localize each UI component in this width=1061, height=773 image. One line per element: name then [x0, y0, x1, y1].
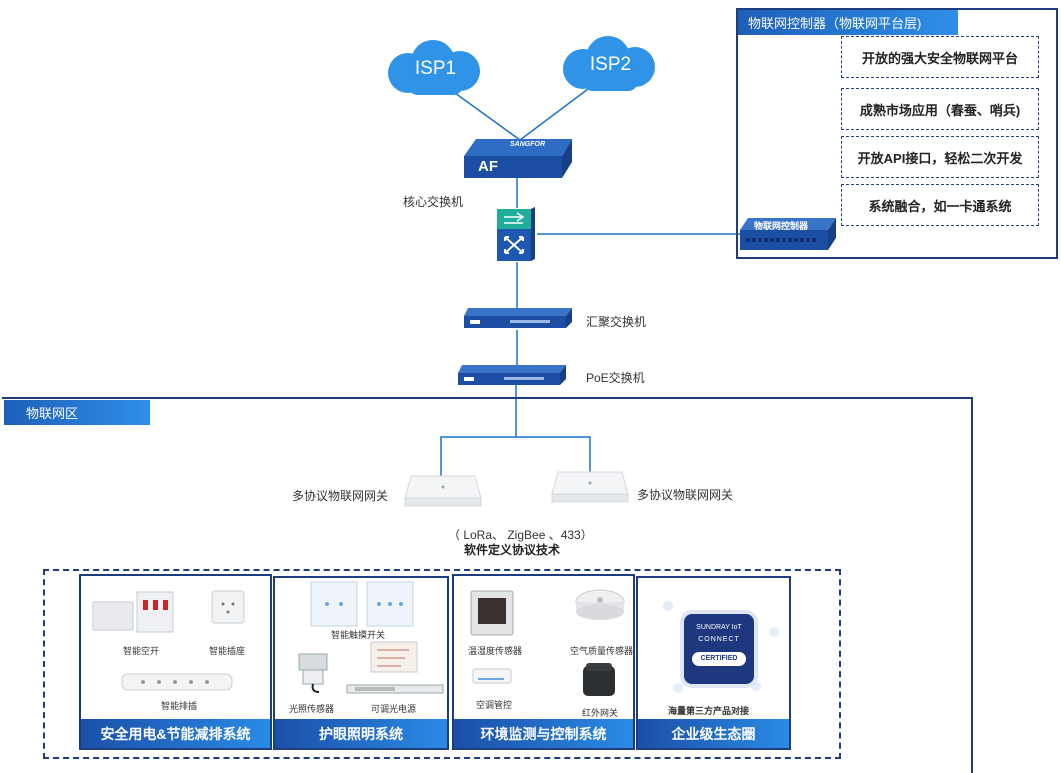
- iot-zone: [2, 397, 973, 773]
- device-label: 智能空开: [123, 646, 160, 656]
- firewall-brand: SANGFOR: [510, 141, 545, 148]
- device-label: 空气质量传感器: [570, 646, 634, 656]
- device-label: 智能插座: [209, 646, 246, 656]
- iot-gateway-right-label: 多协议物联网网关: [637, 488, 734, 502]
- ecosystem-caption: 海量第三方产品对接: [668, 706, 750, 716]
- iot-controller-device-icon: 物联网控制器: [738, 216, 838, 254]
- device-label: 智能触摸开关: [331, 630, 386, 640]
- touch-switch-image: [310, 581, 414, 627]
- dimmer-module-image: [346, 684, 444, 694]
- device-label: 智能排插: [161, 701, 198, 711]
- subsystem-lighting-panel: 智能触摸开关 光照传感器 可调光电源 护眼照明系统: [273, 576, 449, 750]
- device-label: 光照传感器: [289, 704, 335, 714]
- aggregation-switch-label: 汇聚交换机: [586, 315, 647, 329]
- isp2-cloud-icon: ISP2: [558, 36, 663, 96]
- controller-feature-3: 开放API接口，轻松二次开发: [841, 136, 1039, 178]
- controller-feature-2: 成熟市场应用（春蚕、哨兵): [841, 88, 1039, 130]
- device-label: 温湿度传感器: [468, 646, 523, 656]
- device-label: 可调光电源: [371, 704, 417, 714]
- firewall-device-icon: SANGFOR AF: [462, 136, 574, 180]
- device-label: 空调管控: [476, 700, 513, 710]
- iot-gateway-left-icon: [403, 470, 483, 510]
- isp1-label: ISP1: [414, 58, 457, 79]
- subsystem-power-title: 安全用电&节能减排系统: [81, 719, 270, 748]
- iot-zone-title: 物联网区: [4, 400, 150, 425]
- core-switch-label: 核心交换机: [403, 195, 464, 209]
- aggregation-switch-icon: [462, 306, 574, 330]
- core-switch-icon: [495, 207, 537, 263]
- badge-certified: CERTIFIED: [692, 652, 746, 666]
- controller-panel: [736, 8, 1058, 259]
- smart-breaker-image: [92, 591, 174, 633]
- controller-feature-1: 开放的强大安全物联网平台: [841, 36, 1039, 78]
- subsystem-environment-panel: 温湿度传感器 空气质量传感器 空调管控 红外网关 环境监测与控制系统: [452, 574, 635, 750]
- controller-panel-title: 物联网控制器（物联网平台层): [738, 10, 958, 35]
- device-label: 红外网关: [582, 708, 619, 718]
- ecosystem-partner-icons: [663, 601, 779, 693]
- iot-controller-device-label: 物联网控制器: [754, 221, 809, 231]
- power-strip-image: [121, 673, 233, 691]
- infrared-gateway-image: [583, 663, 615, 696]
- isp2-label: ISP2: [589, 54, 632, 75]
- subsystem-ecosystem-panel: SUNDRAY IoT CONNECT CERTIFIED 海量第三方产品对接 …: [636, 576, 791, 750]
- firewall-model: AF: [478, 158, 498, 175]
- iot-gateway-left-label: 多协议物联网网关: [292, 489, 389, 503]
- light-sensor-image: [298, 653, 328, 693]
- subsystem-lighting-title: 护眼照明系统: [275, 719, 447, 748]
- subsystem-power-panel: 智能空开 智能插座 智能排插 安全用电&节能减排系统: [79, 574, 272, 750]
- badge-connect: CONNECT: [698, 636, 740, 643]
- iot-gateway-right-icon: [550, 466, 630, 506]
- badge-brand: SUNDRAY IoT: [696, 624, 742, 631]
- air-quality-sensor-image: [575, 589, 625, 620]
- protocol-list: （ LoRa、 ZigBee 、433）: [448, 528, 593, 542]
- ac-controller-image: [472, 668, 512, 684]
- subsystem-environment-title: 环境监测与控制系统: [454, 719, 633, 748]
- smart-socket-image: [211, 590, 245, 624]
- subsystem-ecosystem-title: 企业级生态圈: [638, 719, 789, 748]
- temp-humidity-sensor-image: [470, 590, 514, 636]
- isp1-cloud-icon: ISP1: [383, 40, 488, 100]
- subsystems-container: [43, 569, 841, 759]
- poe-switch-label: PoE交换机: [586, 371, 645, 385]
- controller-feature-4: 系统融合，如一卡通系统: [841, 184, 1039, 226]
- poe-switch-icon: [456, 363, 568, 387]
- sundray-certified-badge: SUNDRAY IoT CONNECT CERTIFIED: [684, 614, 754, 684]
- protocol-title: 软件定义协议技术: [464, 543, 561, 557]
- dimmer-power-image: [370, 641, 418, 673]
